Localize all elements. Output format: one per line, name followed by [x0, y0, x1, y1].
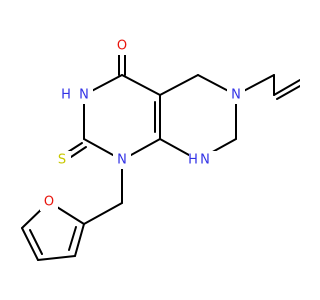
molecule-structure: O N H N S N N H O: [21, 37, 300, 261]
atom-thione-sulfur: S: [58, 153, 66, 168]
atom-n6: N: [231, 88, 241, 103]
bond-c4a-c5: [159, 74, 199, 96]
atom-n8: N: [200, 153, 210, 168]
bond-furan-c5-c4: [21, 227, 39, 261]
bond-furan-c3-c2-inner: [68, 226, 77, 251]
bond-ch2-furan: [83, 202, 123, 225]
bond-furan-c4-c3: [37, 255, 76, 261]
bond-ch-ch2-double-second: [276, 85, 300, 100]
bond-furan-c3-c2: [74, 223, 85, 257]
bond-c4a-c4: [121, 74, 161, 96]
bond-c2-s-second: [70, 146, 87, 158]
bond-c2-s: [67, 142, 83, 153]
atom-n1: N: [117, 153, 127, 168]
atom-labels: O N H N S N N H O: [40, 37, 245, 211]
bond-ch-ch2-double: [273, 79, 300, 96]
atom-n3-hydrogen: H: [61, 88, 71, 103]
atom-furan-oxygen: O: [44, 195, 54, 210]
atom-n3: N: [79, 88, 89, 103]
atom-n8-hydrogen: H: [188, 153, 198, 168]
bond-furan-c5-c4-inner: [29, 229, 43, 255]
atom-carbonyl-oxygen: O: [117, 39, 127, 54]
